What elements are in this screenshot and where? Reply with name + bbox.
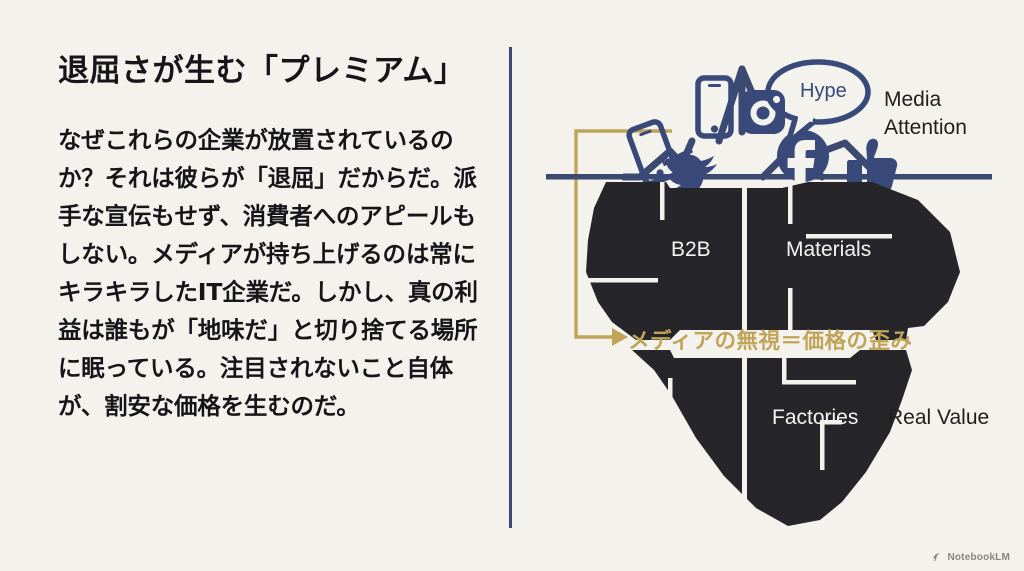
notebooklm-watermark: NotebookLM <box>931 551 1010 563</box>
text-column: 退屈さが生む「プレミアム」 なぜこれらの企業が放置されているのか？それは彼らが「… <box>58 52 488 425</box>
waterline <box>546 174 992 180</box>
twitter-bird-icon <box>661 147 717 198</box>
social-icon-cluster <box>626 59 898 198</box>
vertical-divider <box>509 47 512 528</box>
media-attention-line-2: Attention <box>884 115 967 139</box>
smartphone-tilted-icon <box>626 119 680 187</box>
label-factories: Factories <box>772 406 859 429</box>
speech-bubble-icon <box>765 59 871 146</box>
watermark-label: NotebookLM <box>947 551 1010 563</box>
body-paragraph: なぜこれらの企業が放置されているのか？それは彼らが「退屈」だからだ。派手な宣伝も… <box>58 125 478 421</box>
media-attention-line-1: Media <box>884 88 942 111</box>
label-hype: Hype <box>800 80 847 102</box>
iceberg-underwater-mass <box>580 182 960 526</box>
smartphone-icon <box>695 75 734 139</box>
iceberg-svg <box>546 59 992 526</box>
label-b2b: B2B <box>671 238 711 261</box>
page-title: 退屈さが生む「プレミアム」 <box>58 53 466 88</box>
label-materials: Materials <box>786 238 872 261</box>
label-price-distortion-note: メディアの無視＝価格の歪み <box>628 329 913 354</box>
notebooklm-logo-icon <box>933 553 940 561</box>
iceberg-diagram <box>520 40 1024 540</box>
instagram-icon <box>741 90 785 134</box>
label-media-attention: Media Attention <box>884 86 967 142</box>
label-real-value: Real Value <box>888 406 990 429</box>
accent-bracket-pointer <box>574 129 672 346</box>
